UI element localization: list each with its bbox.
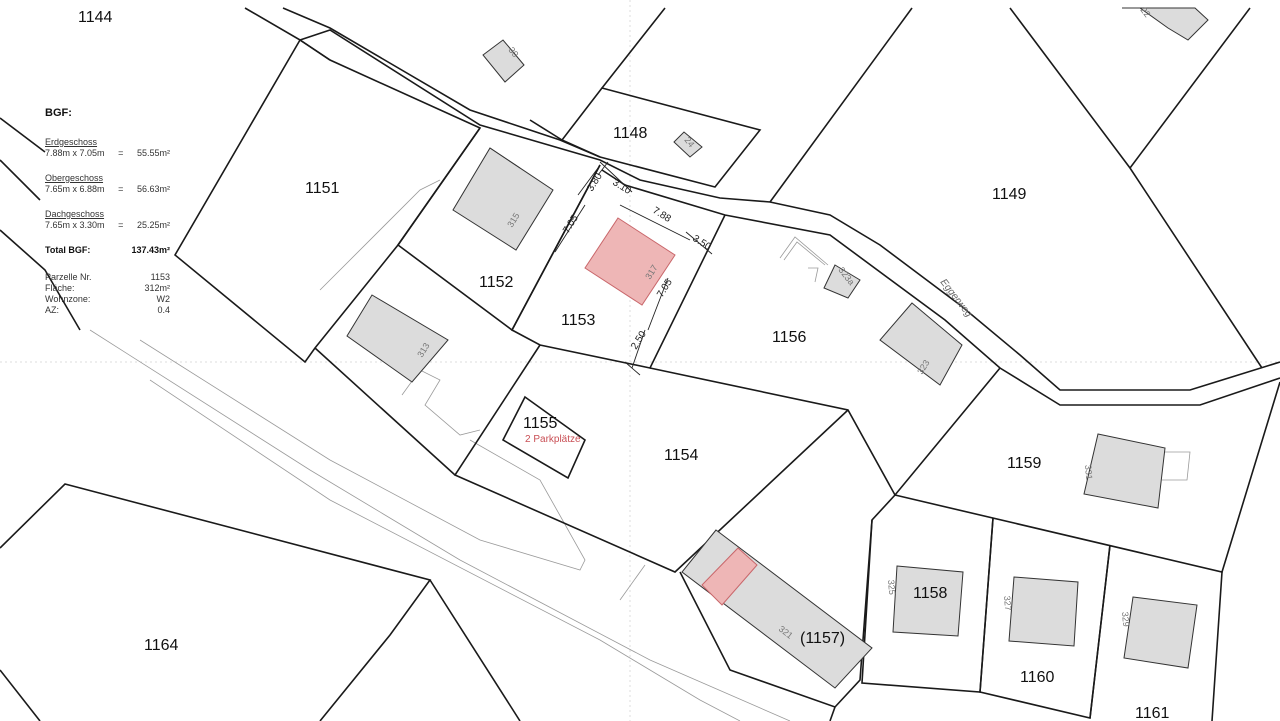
building-323 [879, 302, 963, 386]
erdgeschoss-value: 55.55m² [136, 148, 170, 158]
building-labels: 30 22 24 315 317 313 323a 323 331 325 32… [415, 5, 1152, 641]
bgf-title: BGF: [45, 107, 72, 119]
building-331 [1083, 433, 1166, 509]
dimension-2-50: 2.50 [629, 329, 649, 352]
building-number-329: 329 [1120, 611, 1131, 627]
dimension-3-50: 3.50 [690, 233, 713, 253]
building-313 [346, 294, 449, 383]
zone-row: Wohnzone: W2 [45, 294, 170, 305]
az-label: AZ: [45, 305, 60, 315]
auxiliary-lines [89, 179, 1191, 721]
building-321-red-segment [701, 547, 758, 606]
building-323a [823, 264, 861, 299]
building-30 [482, 39, 525, 83]
area-row: Fläche: 312m² [45, 283, 170, 294]
parking-1155-outline [501, 395, 586, 480]
parcel-label-1160: 1160 [1020, 669, 1055, 686]
building-number-331: 331 [1083, 464, 1094, 480]
parcel-label-1155: 1155 [523, 415, 558, 432]
dachgeschoss-row: 7.65m x 3.30m = 25.25m² [45, 220, 170, 231]
erdgeschoss-formula: 7.88m x 7.05m [45, 148, 105, 158]
erdgeschoss-title: Erdgeschoss [45, 137, 98, 147]
obergeschoss-value: 56.63m² [136, 184, 170, 194]
az-row: AZ: 0.4 [45, 305, 170, 316]
total-bgf-label: Total BGF: [45, 245, 91, 255]
parcel-number-label: Parzelle Nr. [45, 272, 92, 282]
obergeschoss-title: Obergeschoss [45, 173, 104, 183]
area-value: 312m² [144, 283, 170, 293]
parcel-labels: 1144 1148 1149 1151 1152 1153 1154 1155 … [78, 9, 1170, 721]
obergeschoss-formula: 7.65m x 6.88m [45, 184, 105, 194]
section-obergeschoss: Obergeschoss 7.65m x 6.88m = 56.63m² [45, 173, 170, 195]
building-315 [452, 147, 554, 251]
parcel-label-1164: 1164 [144, 637, 179, 654]
erdgeschoss-row: 7.88m x 7.05m = 55.55m² [45, 148, 170, 159]
parcel-label-1152: 1152 [479, 274, 514, 291]
parcel-label-1156: 1156 [772, 329, 807, 346]
building-325 [892, 565, 964, 637]
parcel-label-1151: 1151 [305, 180, 340, 197]
dachgeschoss-title: Dachgeschoss [45, 209, 105, 219]
parcel-label-1157: (1157) [800, 630, 845, 647]
building-number-327: 327 [1002, 595, 1013, 611]
building-24 [673, 131, 703, 158]
building-317-proposed [584, 217, 676, 306]
obergeschoss-row: 7.65m x 6.88m = 56.63m² [45, 184, 170, 195]
parcel-boundaries [0, 7, 1280, 721]
zone-label: Wohnzone: [45, 294, 91, 304]
parcel-label-1144: 1144 [78, 9, 113, 26]
building-329 [1123, 596, 1198, 669]
obergeschoss-equals: = [118, 184, 124, 194]
dachgeschoss-value: 25.25m² [136, 220, 170, 230]
zone-value: W2 [156, 294, 171, 304]
parcel-label-1159: 1159 [1007, 455, 1042, 472]
building-22 [1122, 7, 1209, 41]
erdgeschoss-equals: = [118, 148, 124, 158]
parcel-label-1154: 1154 [664, 447, 699, 464]
az-value: 0.4 [157, 305, 170, 315]
total-bgf-value: 137.43m² [131, 245, 170, 255]
building-number-30: 30 [506, 45, 520, 59]
parcel-label-1148: 1148 [613, 125, 648, 142]
dimension-3-80: 3.80 [585, 171, 605, 194]
parking-note: 2 Parkplätze [525, 434, 581, 445]
parcel-number-row: Parzelle Nr. 1153 [45, 272, 170, 283]
building-327 [1008, 576, 1079, 647]
parcel-label-1161: 1161 [1135, 705, 1170, 721]
parcel-label-1158: 1158 [913, 585, 948, 602]
building-number-24: 24 [682, 135, 696, 149]
bgf-info-panel: BGF: Erdgeschoss 7.88m x 7.05m = 55.55m²… [45, 108, 170, 316]
parcel-label-1149: 1149 [992, 186, 1027, 203]
building-321 [681, 529, 873, 689]
street-label-eggerweg: Eggerweg [938, 277, 975, 320]
dachgeschoss-formula: 7.65m x 3.30m [45, 220, 105, 230]
section-dachgeschoss: Dachgeschoss 7.65m x 3.30m = 25.25m² [45, 209, 170, 231]
dimension-lines [554, 161, 713, 376]
total-bgf-row: Total BGF: 137.43m² [45, 245, 170, 256]
parcel-number-value: 1153 [150, 272, 170, 282]
building-number-22: 22 [1138, 5, 1152, 19]
building-number-325: 325 [886, 579, 897, 595]
area-label: Fläche: [45, 283, 75, 293]
buildings [346, 7, 1209, 689]
dachgeschoss-equals: = [118, 220, 124, 230]
section-erdgeschoss: Erdgeschoss 7.88m x 7.05m = 55.55m² [45, 137, 170, 159]
parcel-label-1153: 1153 [561, 312, 596, 329]
